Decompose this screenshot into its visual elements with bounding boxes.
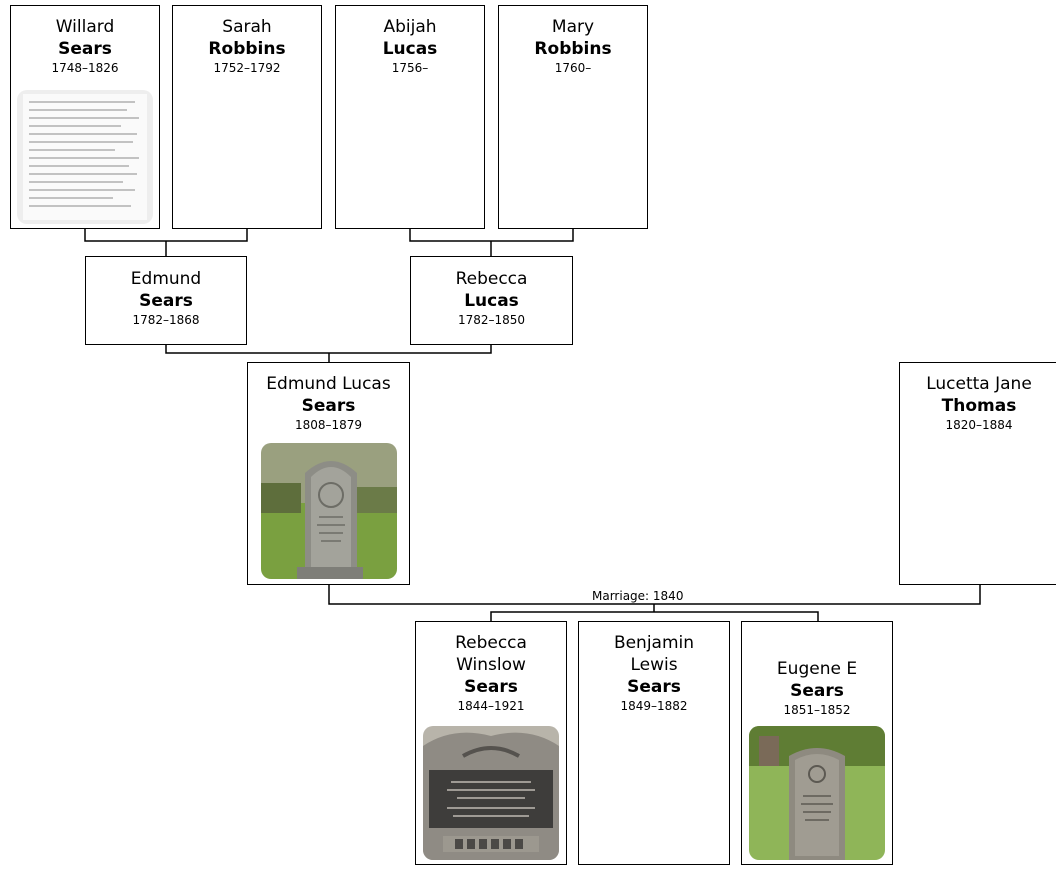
life-dates: 1782–1868 — [132, 313, 200, 327]
surname: Robbins — [208, 39, 286, 59]
person-card-rebecca-winslow-sears[interactable]: Rebecca Winslow Sears 1844–1921 — [415, 621, 567, 865]
person-card-benjamin-lewis-sears[interactable]: Benjamin Lewis Sears 1849–1882 — [578, 621, 730, 865]
given-name: Sarah — [222, 17, 272, 37]
life-dates: 1782–1850 — [457, 313, 526, 327]
gravestone-photo[interactable] — [749, 726, 885, 860]
surname: Sears — [301, 396, 356, 416]
person-card-eugene-e-sears[interactable]: Eugene E Sears 1851–1852 — [741, 621, 893, 865]
person-card-abijah-lucas[interactable]: Abijah Lucas 1756– — [335, 5, 485, 229]
life-dates: 1844–1921 — [457, 699, 525, 713]
given-name-line1: Rebecca — [455, 633, 527, 653]
surname: Sears — [58, 39, 112, 59]
document-photo[interactable] — [17, 90, 153, 224]
surname: Thomas — [941, 396, 1017, 416]
given-name: Willard — [55, 17, 115, 37]
person-card-rebecca-lucas[interactable]: Rebecca Lucas 1782–1850 — [410, 256, 573, 345]
person-card-sarah-robbins[interactable]: Sarah Robbins 1752–1792 — [172, 5, 322, 229]
connector-children — [490, 611, 819, 621]
life-dates: 1851–1852 — [783, 703, 851, 717]
given-name: Edmund — [130, 269, 202, 289]
given-name: Mary — [551, 17, 595, 37]
surname: Sears — [627, 677, 681, 697]
given-name: Eugene E — [776, 659, 858, 679]
person-card-lucetta-jane-thomas[interactable]: Lucetta Jane Thomas 1820–1884 — [899, 362, 1056, 585]
given-name-line2: Winslow — [456, 655, 526, 675]
life-dates: 1820–1884 — [945, 418, 1013, 432]
surname: Lucas — [464, 291, 519, 311]
person-card-mary-robbins[interactable]: Mary Robbins 1760– — [498, 5, 648, 229]
connector-willard-sarah — [84, 229, 248, 242]
life-dates: 1756– — [391, 61, 429, 75]
surname: Sears — [464, 677, 518, 697]
connector-edmund-rebecca — [165, 345, 492, 354]
surname: Lucas — [382, 39, 438, 59]
given-name: Abijah — [383, 17, 437, 37]
person-card-willard-sears[interactable]: Willard Sears 1748–1826 — [10, 5, 160, 229]
connector-abijah-mary — [409, 229, 574, 242]
given-name: Rebecca — [455, 269, 528, 289]
given-name: Edmund Lucas — [266, 374, 391, 394]
person-card-edmund-sears[interactable]: Edmund Sears 1782–1868 — [85, 256, 247, 345]
gravestone-photo[interactable] — [423, 726, 559, 860]
life-dates: 1849–1882 — [620, 699, 688, 713]
surname: Sears — [139, 291, 193, 311]
life-dates: 1752–1792 — [213, 61, 281, 75]
life-dates: 1748–1826 — [51, 61, 119, 75]
marriage-label: Marriage: 1840 — [590, 589, 686, 603]
surname: Sears — [790, 681, 844, 701]
surname: Robbins — [534, 39, 612, 59]
life-dates: 1760– — [554, 61, 592, 75]
life-dates: 1808–1879 — [294, 418, 363, 432]
given-name: Lucetta Jane — [926, 374, 1032, 394]
person-card-edmund-lucas-sears[interactable]: Edmund Lucas Sears 1808–1879 — [247, 362, 410, 585]
gravestone-photo[interactable] — [261, 443, 397, 579]
given-name-line1: Benjamin — [613, 633, 695, 653]
given-name-line2: Lewis — [630, 655, 678, 675]
